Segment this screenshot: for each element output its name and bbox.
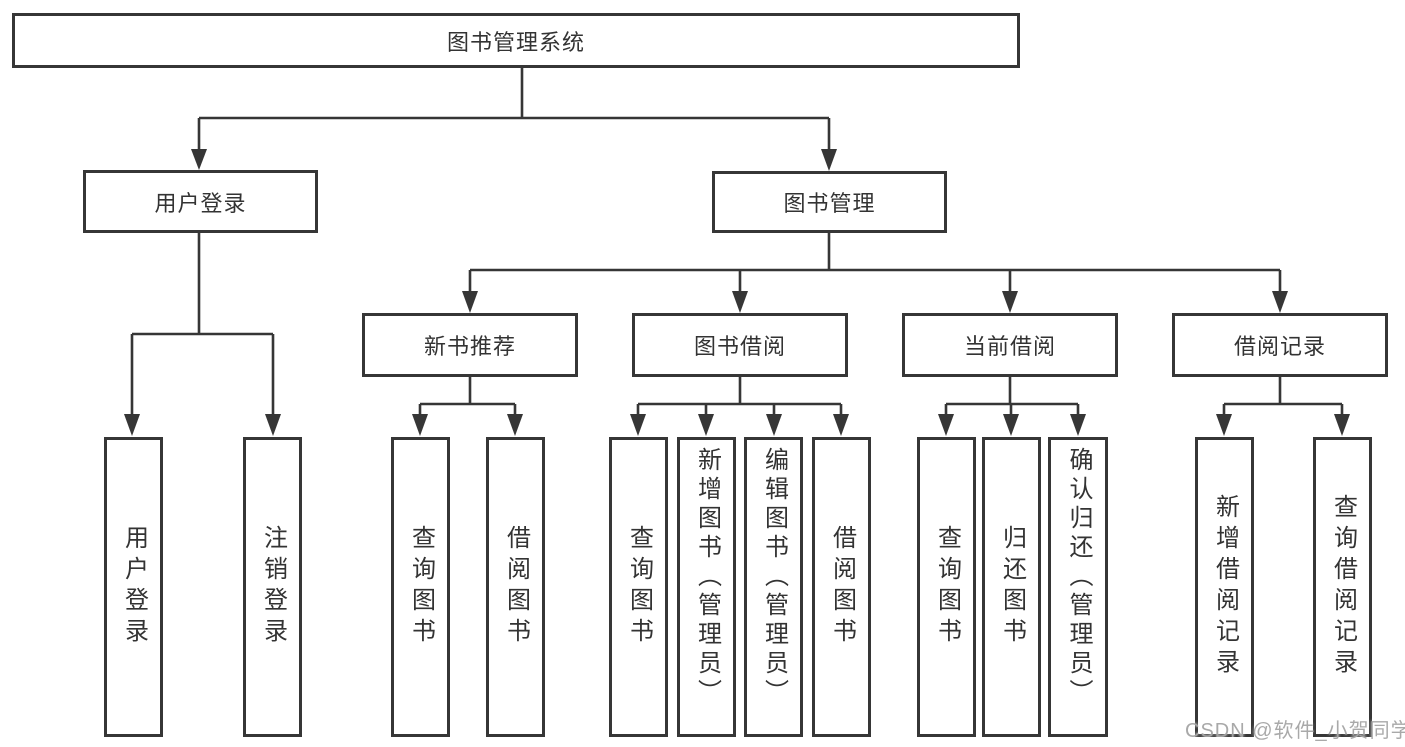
watermark: CSDN @软件_小贺同学 (1185, 720, 1405, 742)
leaf-label: 查询借阅记录 (1329, 494, 1357, 680)
leaf-query-borrow-record: 查询借阅记录 (1313, 437, 1372, 737)
node-label: 图书管理系统 (446, 29, 585, 55)
leaf-confirm-return-admin: 确认归还（管理员） (1048, 437, 1108, 737)
leaf-query-books-2: 查询图书 (609, 437, 668, 737)
leaf-label: 用户登录 (120, 525, 148, 649)
node-book-borrowing: 图书借阅 (632, 313, 848, 377)
node-label: 图书借阅 (693, 334, 786, 359)
leaf-label: 借阅图书 (828, 525, 856, 649)
leaf-label: 新增借阅记录 (1211, 494, 1239, 680)
leaf-add-borrow-record: 新增借阅记录 (1195, 437, 1254, 737)
node-new-book-recommend: 新书推荐 (362, 313, 578, 377)
node-label: 图书管理 (783, 191, 876, 216)
leaf-query-books-1: 查询图书 (391, 437, 450, 737)
leaf-label: 归还图书 (998, 525, 1026, 649)
node-library-management-system: 图书管理系统 (12, 13, 1020, 68)
leaf-borrow-books-1: 借阅图书 (486, 437, 545, 737)
leaf-label: 新增图书（管理员） (693, 447, 721, 708)
leaf-edit-books-admin: 编辑图书（管理员） (744, 437, 803, 737)
leaf-label: 查询图书 (933, 525, 961, 649)
leaf-add-books-admin: 新增图书（管理员） (677, 437, 736, 737)
leaf-borrow-books-2: 借阅图书 (812, 437, 871, 737)
leaf-label: 确认归还（管理员） (1065, 447, 1092, 708)
node-label: 新书推荐 (423, 334, 516, 359)
leaf-return-books: 归还图书 (982, 437, 1041, 737)
leaf-user-login: 用户登录 (104, 437, 163, 737)
node-borrowing-records: 借阅记录 (1172, 313, 1388, 377)
node-book-management: 图书管理 (712, 171, 947, 233)
leaf-label: 查询图书 (625, 525, 653, 649)
leaf-label: 借阅图书 (502, 525, 530, 649)
node-user-login: 用户登录 (83, 170, 318, 233)
leaf-label: 编辑图书（管理员） (760, 447, 788, 708)
leaf-logout: 注销登录 (243, 437, 302, 737)
node-label: 当前借阅 (963, 334, 1056, 359)
leaf-label: 查询图书 (407, 525, 435, 649)
leaf-label: 注销登录 (259, 525, 287, 649)
node-label: 用户登录 (154, 190, 247, 216)
leaf-query-books-3: 查询图书 (917, 437, 976, 737)
node-current-borrowing: 当前借阅 (902, 313, 1118, 377)
node-label: 借阅记录 (1233, 334, 1326, 359)
